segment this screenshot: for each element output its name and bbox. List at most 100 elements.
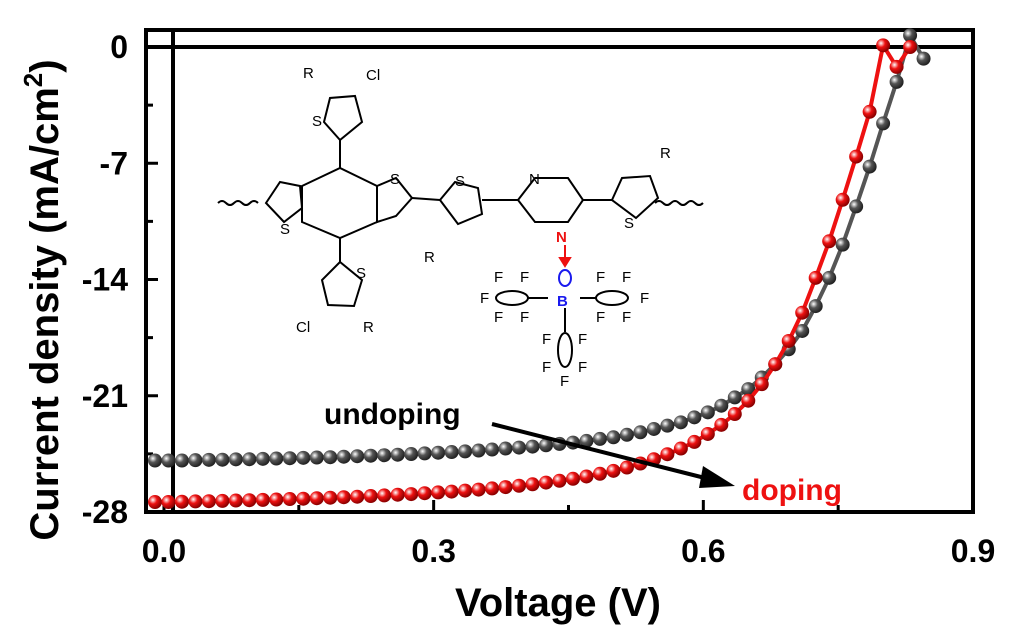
x-tick-label: 0.6 xyxy=(681,533,725,569)
data-point-undoping xyxy=(363,448,378,463)
data-point-undoping xyxy=(485,442,500,457)
data-point-undoping xyxy=(646,421,661,436)
atom-label-s: S xyxy=(356,265,366,282)
data-point-undoping xyxy=(269,451,284,466)
atom-label-s: S xyxy=(624,215,634,232)
data-point-doping xyxy=(363,489,378,504)
series-doping xyxy=(147,38,918,510)
annotation-doping: doping xyxy=(742,474,842,507)
atom-label-f: F xyxy=(520,309,529,326)
data-point-doping xyxy=(255,492,270,507)
data-point-doping xyxy=(242,493,257,508)
data-point-undoping xyxy=(174,453,189,468)
atom-label-r: R xyxy=(303,65,314,82)
data-point-undoping xyxy=(525,439,540,454)
data-point-undoping xyxy=(431,445,446,460)
data-point-doping xyxy=(296,491,311,506)
data-point-undoping xyxy=(876,116,891,131)
data-point-undoping xyxy=(215,452,230,467)
data-point-doping xyxy=(795,305,810,320)
atom-label-r: R xyxy=(660,145,671,162)
atom-label-f: F xyxy=(494,269,503,286)
data-point-undoping xyxy=(606,430,621,445)
atom-label-s: S xyxy=(280,221,290,238)
data-point-doping xyxy=(741,393,756,408)
data-point-undoping xyxy=(350,449,365,464)
data-point-undoping xyxy=(633,425,648,440)
series-line-undoping xyxy=(154,30,926,463)
data-point-undoping xyxy=(390,447,405,462)
data-point-undoping xyxy=(444,445,459,460)
atom-label-s: S xyxy=(455,173,465,190)
data-point-doping xyxy=(903,40,918,54)
data-point-undoping xyxy=(512,440,527,455)
x-axis-title: Voltage (V) xyxy=(455,581,661,625)
data-point-doping xyxy=(565,471,580,486)
atom-label-cl: Cl xyxy=(366,67,380,84)
data-point-undoping xyxy=(201,452,216,467)
data-point-doping xyxy=(862,104,877,119)
data-point-undoping xyxy=(660,418,675,433)
data-point-doping xyxy=(404,487,419,502)
data-point-doping xyxy=(808,270,823,285)
atom-label-f: F xyxy=(596,309,605,326)
data-point-undoping xyxy=(579,433,594,448)
data-point-doping xyxy=(781,333,796,348)
data-point-undoping xyxy=(309,450,324,465)
data-point-undoping xyxy=(282,451,297,466)
data-point-undoping xyxy=(727,390,742,405)
data-point-undoping xyxy=(592,431,607,446)
data-point-doping xyxy=(498,480,513,495)
data-point-undoping xyxy=(417,446,432,461)
data-point-doping xyxy=(525,477,540,492)
data-point-doping xyxy=(754,377,769,392)
data-point-doping xyxy=(431,485,446,500)
data-point-doping xyxy=(485,481,500,496)
data-point-doping xyxy=(727,407,742,422)
plot-frame xyxy=(144,28,975,514)
data-point-undoping xyxy=(255,451,270,466)
data-point-undoping xyxy=(228,452,243,467)
data-point-doping xyxy=(552,473,567,488)
data-point-doping xyxy=(336,490,351,505)
data-point-doping xyxy=(174,494,189,509)
atom-label-f: F xyxy=(622,309,631,326)
data-point-doping xyxy=(282,492,297,507)
x-tick-label: 0.0 xyxy=(142,533,186,569)
atom-label-r: R xyxy=(424,249,435,266)
atom-label-f: F xyxy=(560,373,569,390)
atom-label-s: S xyxy=(312,113,322,130)
atom-label-n: N xyxy=(529,171,540,188)
data-point-undoping xyxy=(835,237,850,252)
data-point-undoping xyxy=(916,51,931,66)
data-point-undoping xyxy=(862,159,877,174)
atom-label-f: F xyxy=(578,359,587,376)
data-point-doping xyxy=(687,434,702,449)
data-point-undoping xyxy=(161,453,176,468)
data-point-undoping xyxy=(377,448,392,463)
data-point-doping xyxy=(350,489,365,504)
atom-label-f: F xyxy=(480,290,489,307)
data-point-undoping xyxy=(795,323,810,338)
molecule-atom-labels: R Cl S S S S R S Cl R N N S R B F F F F … xyxy=(280,65,671,390)
atom-label-n: N xyxy=(556,229,567,246)
data-point-doping xyxy=(889,59,904,74)
data-point-doping xyxy=(849,149,864,164)
atom-label-b: B xyxy=(557,293,568,310)
data-point-undoping xyxy=(673,415,688,430)
data-point-undoping xyxy=(147,453,162,468)
data-point-undoping xyxy=(242,452,257,467)
atom-label-f: F xyxy=(520,269,529,286)
y-tick-label: -21 xyxy=(82,378,128,414)
atom-label-f: F xyxy=(542,359,551,376)
atom-label-f: F xyxy=(578,331,587,348)
data-point-doping xyxy=(377,488,392,503)
data-point-undoping xyxy=(296,450,311,465)
data-point-undoping xyxy=(714,398,729,413)
data-point-doping xyxy=(835,192,850,207)
data-point-doping xyxy=(822,234,837,249)
data-point-undoping xyxy=(404,447,419,462)
data-point-undoping xyxy=(687,410,702,425)
data-point-doping xyxy=(309,491,324,506)
